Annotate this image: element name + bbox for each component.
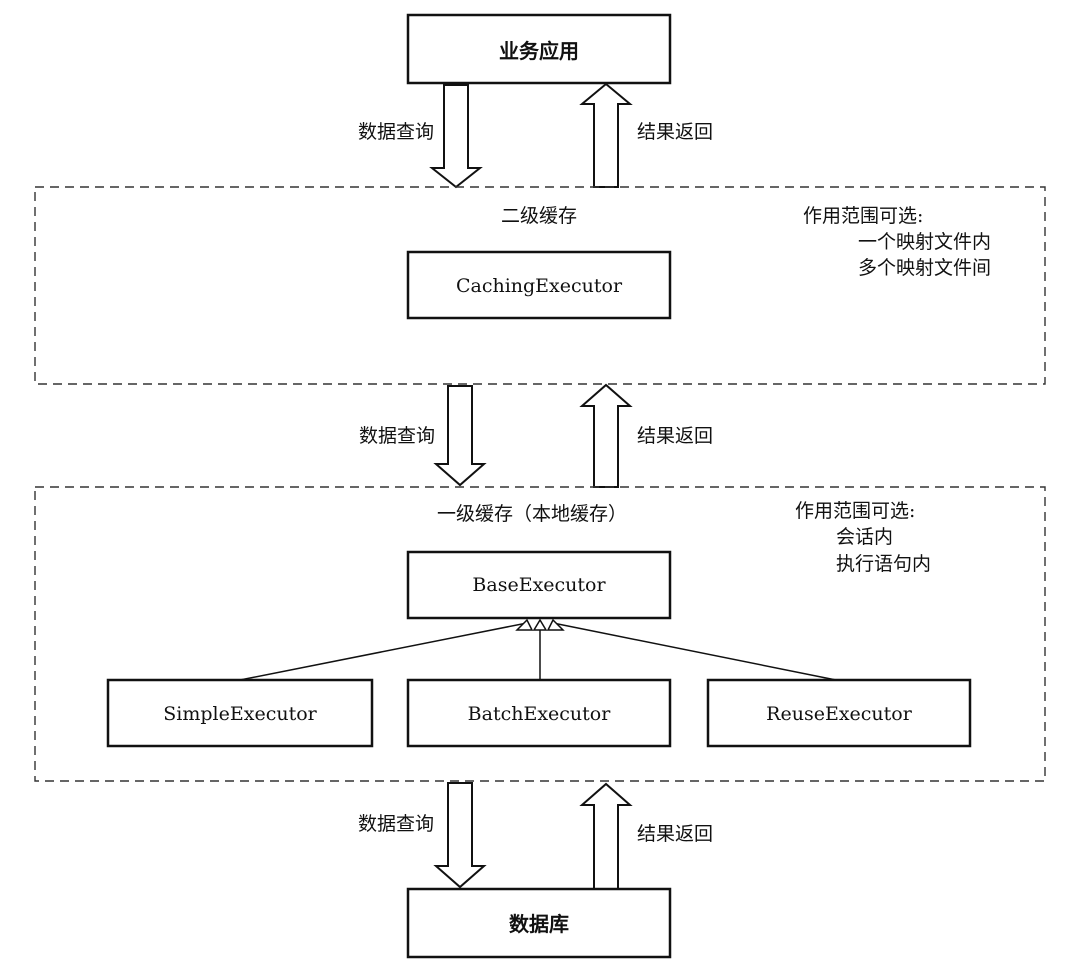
batch-executor-label: BatchExecutor	[468, 703, 612, 725]
return-arrow-2	[579, 383, 633, 488]
base-executor-label: BaseExecutor	[472, 574, 606, 596]
return-label-3: 结果返回	[637, 823, 713, 845]
caching-executor-node: CachingExecutor	[406, 250, 672, 320]
query-label-2: 数据查询	[359, 425, 435, 447]
l2-cache-title: 二级缓存	[501, 205, 577, 227]
base-executor-node: BaseExecutor	[406, 550, 672, 620]
return-arrow-1	[579, 82, 633, 188]
simple-executor-node: SimpleExecutor	[106, 678, 374, 748]
l1-scope-item: 执行语句内	[836, 553, 931, 575]
query-arrow-2	[433, 385, 487, 487]
inherit-link-reuse	[552, 622, 837, 681]
return-arrow-3	[579, 782, 633, 890]
reuse-executor-node: ReuseExecutor	[706, 678, 972, 748]
business-app-node: 业务应用	[406, 13, 672, 85]
batch-executor-node: BatchExecutor	[406, 678, 672, 748]
inherit-arrowhead	[532, 618, 548, 631]
l2-scope-title: 作用范围可选:	[803, 205, 923, 227]
inherit-arrowhead	[515, 618, 534, 631]
query-arrow-1	[429, 84, 483, 189]
inherit-arrowhead	[546, 618, 565, 631]
l1-cache-zone: 一级缓存（本地缓存） 作用范围可选: 会话内 执行语句内 BaseExecuto…	[34, 486, 1046, 782]
l1-cache-title: 一级缓存（本地缓存）	[437, 503, 627, 525]
l2-cache-zone: 二级缓存 作用范围可选: 一个映射文件内 多个映射文件间 CachingExec…	[34, 186, 1046, 385]
query-arrow-3	[433, 782, 487, 889]
database-node: 数据库	[406, 887, 672, 959]
query-label-3: 数据查询	[358, 813, 434, 835]
inherit-link-simple	[239, 622, 528, 681]
l2-scope-item: 一个映射文件内	[858, 231, 991, 253]
l1-scope-item: 会话内	[836, 526, 893, 548]
return-label-2: 结果返回	[637, 425, 713, 447]
l1-scope-title: 作用范围可选:	[795, 500, 915, 522]
caching-executor-label: CachingExecutor	[456, 275, 623, 297]
query-label-1: 数据查询	[358, 121, 434, 143]
return-label-1: 结果返回	[637, 121, 713, 143]
simple-executor-label: SimpleExecutor	[163, 703, 317, 725]
business-app-label: 业务应用	[499, 39, 579, 63]
l2-scope-item: 多个映射文件间	[858, 257, 991, 279]
reuse-executor-label: ReuseExecutor	[766, 703, 913, 725]
database-label: 数据库	[509, 912, 569, 936]
